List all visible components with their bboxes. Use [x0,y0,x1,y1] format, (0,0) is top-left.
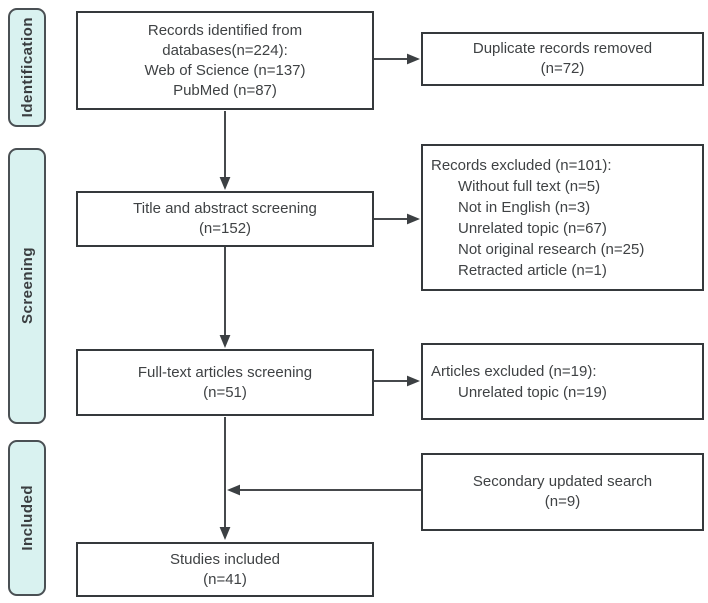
text-line: Secondary updated search [472,473,653,490]
box-secondary-search: Secondary updated search (n=9) [421,453,704,531]
text-line: Not in English (n=3) [458,198,591,216]
text-line: Records identified from [147,21,303,39]
box-fulltext-screening: Full-text articles screening (n=51) [76,349,374,416]
text-line: Not original research (n=25) [458,240,645,258]
box-studies-included: Studies included (n=41) [76,542,374,597]
arrow-fulltext-to-studies-included-icon [219,417,231,540]
text-line: (n=41) [203,570,247,588]
box-records-excluded: Records excluded (n=101): Without full t… [421,144,704,291]
text-line: Articles excluded (n=19): [431,362,597,380]
text-line: Title and abstract screening [133,200,317,217]
text-line: Unrelated topic (n=19) [458,383,607,401]
arrow-title-abstract-to-fulltext-icon [219,247,231,348]
arrow-title-abstract-to-records-excluded-icon [374,213,420,225]
text-line: databases(n=224): [162,41,288,59]
stage-label-screening: Screening [8,148,46,424]
arrow-secondary-search-to-flow-icon [227,484,421,496]
text-line: Studies included [169,550,281,568]
text-line: Full-text articles screening [137,363,313,381]
arrow-identified-to-title-abstract-icon [219,111,231,190]
text-line: (n=51) [203,383,247,401]
arrow-fulltext-to-articles-excluded-icon [374,375,420,387]
box-records-identified: Records identified from databases(n=224)… [76,11,374,110]
text-line: Web of Science (n=137) [144,61,306,79]
box-duplicates-removed: Duplicate records removed (n=72) [421,32,704,86]
stage-label-included: Included [8,440,46,596]
text-line: Records excluded (n=101): [431,156,612,174]
arrow-identified-to-duplicates-icon [374,53,420,65]
stage-label-text: Included [18,485,36,551]
text-line: (n=72) [540,60,585,77]
stage-label-text: Identification [18,17,36,118]
text-line: PubMed (n=87) [173,81,277,99]
box-title-abstract-screening: Title and abstract screening (n=152) [76,191,374,247]
stage-label-identification: Identification [8,8,46,127]
stage-label-text: Screening [18,247,36,325]
text-line: Duplicate records removed [472,40,653,57]
text-line: Without full text (n=5) [458,177,601,195]
text-line: (n=152) [198,220,252,237]
text-line: Retracted article (n=1) [458,261,607,279]
text-line: Unrelated topic (n=67) [458,219,607,237]
text-line: (n=9) [544,493,581,510]
box-articles-excluded: Articles excluded (n=19): Unrelated topi… [421,343,704,420]
